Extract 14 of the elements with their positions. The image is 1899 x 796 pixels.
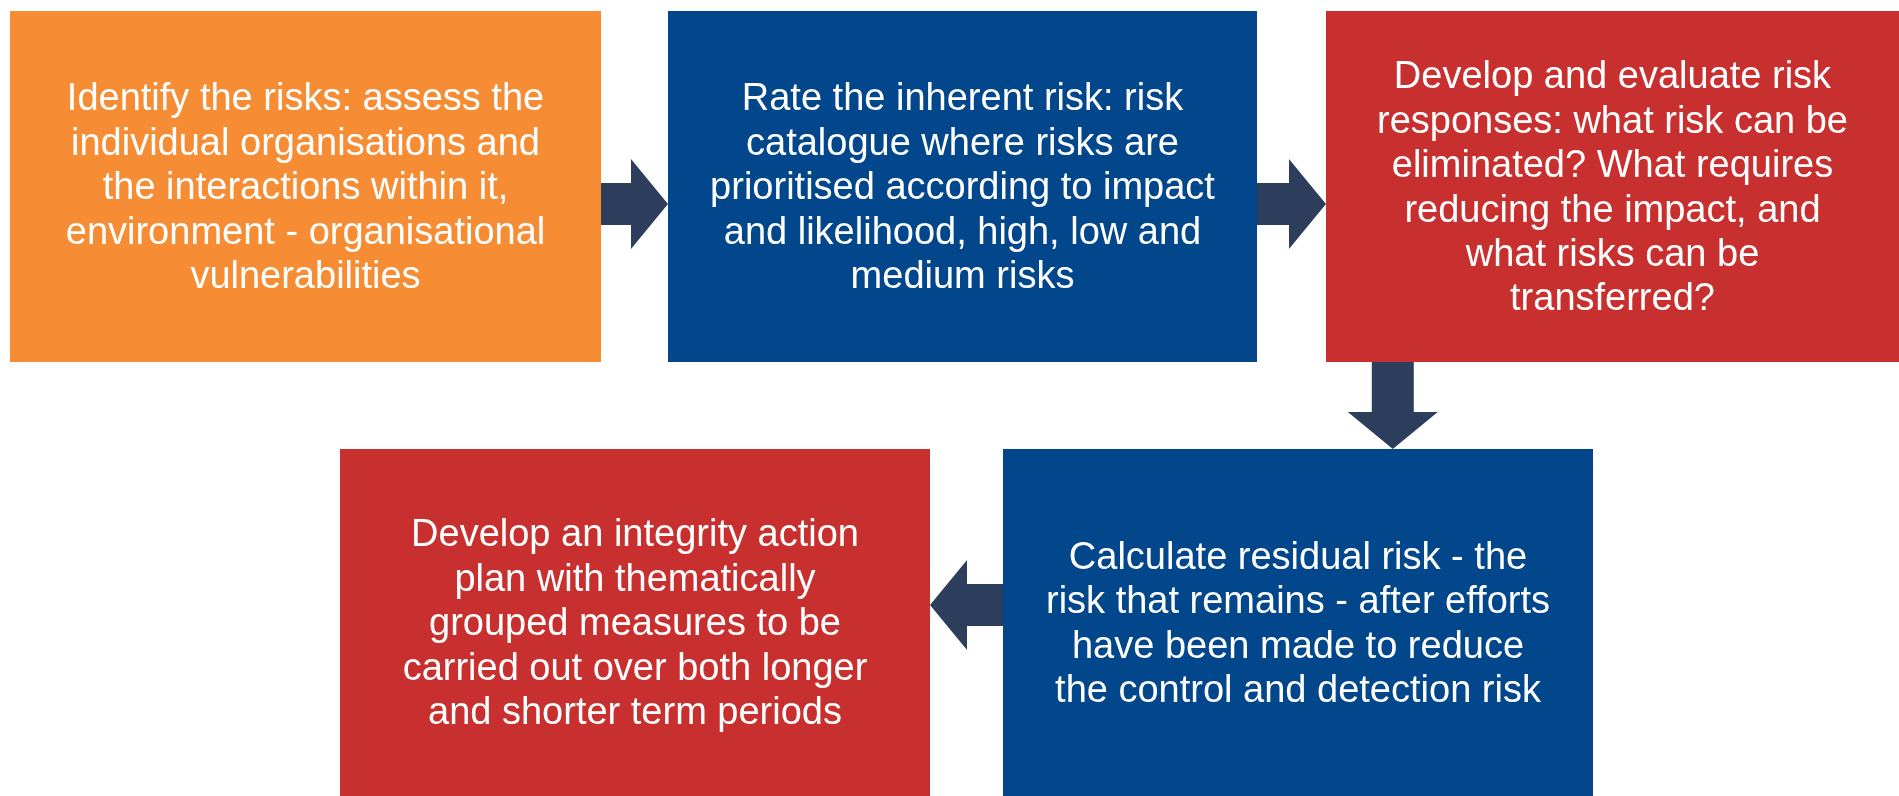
block-arrow: [930, 560, 1003, 651]
process-box: [10, 11, 601, 362]
process-box: [668, 11, 1257, 362]
box-text: Develop an integrity action plan with thematically grouped measures to be carried out over both longer and shorter term periods: [401, 511, 869, 734]
block-arrow: [1257, 159, 1326, 250]
block-arrow: [601, 159, 668, 250]
box-text: Rate the inherent risk: risk catalogue where risks are prioritised according to impact and likelihood, high, low and medium risks: [709, 75, 1216, 298]
box-text: Develop and evaluate risk responses: what risk can be eliminated? What requires reducing the impact, and what risks can be transferred?: [1376, 53, 1849, 320]
process-box: [340, 449, 930, 796]
block-arrow: [1347, 362, 1438, 449]
box-text: Calculate residual risk - the risk that remains - after efforts have been made to reduce the control and detection risk: [1045, 533, 1551, 712]
process-box: [1003, 449, 1593, 796]
process-box: [1326, 11, 1899, 362]
box-text: Identify the risks: assess the individual organisations and the interactions within it, environment - organisational vulnerabilities: [64, 75, 547, 298]
